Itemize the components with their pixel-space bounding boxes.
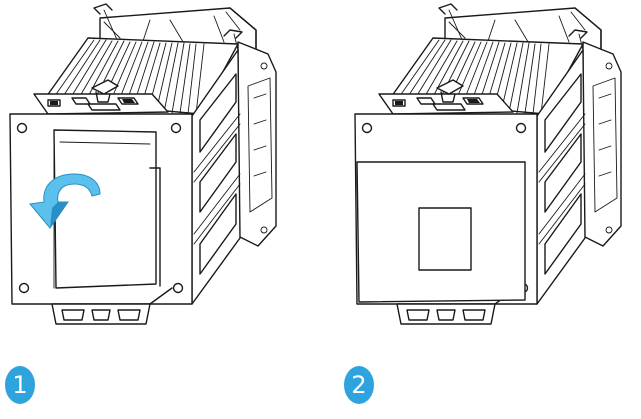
- curved-arrow-icon: [29, 173, 101, 229]
- thermal-pad: [356, 161, 526, 303]
- step-number-label: 2: [351, 371, 366, 399]
- step-badge-2: 2: [344, 366, 374, 404]
- contact-square: [418, 207, 472, 271]
- assembly-step-1: [9, 3, 277, 325]
- protective-film: [53, 129, 157, 289]
- step-badge-1: 1: [5, 366, 35, 404]
- step-number-label: 1: [12, 371, 27, 399]
- assembly-step-2: [354, 3, 622, 325]
